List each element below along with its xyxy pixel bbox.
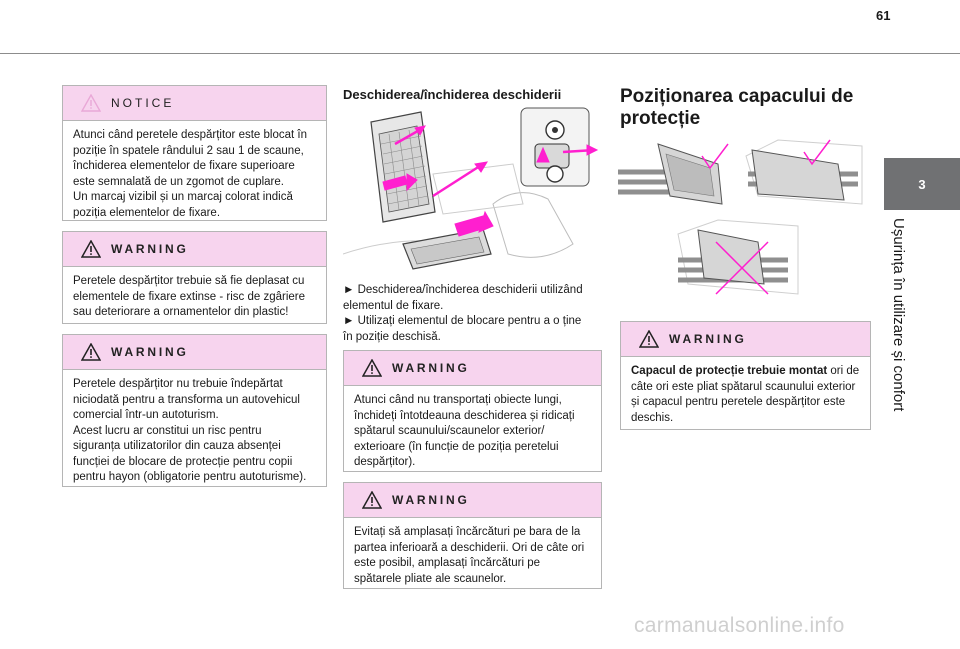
warning-title: WARNING — [111, 345, 189, 359]
warning-title: WARNING — [669, 332, 747, 346]
warning-triangle-icon — [362, 359, 382, 377]
warning-line: siguranța utilizatorilor din cauza absen… — [73, 440, 281, 452]
warning-line: funcției de blocare de protecție pentru … — [73, 455, 293, 468]
warning-triangle-icon — [81, 240, 101, 258]
warning-line: spătarele pliate ale scaunelor. — [354, 572, 507, 585]
cover-heading-line: protecție — [620, 108, 701, 129]
warning-line: exterioare (în funcție de poziția perete… — [354, 440, 559, 453]
notice-header: NOTICE — [63, 86, 326, 121]
warning-line: niciodată pentru a transforma un autoveh… — [73, 393, 300, 406]
warning-line: sau deteriorare a ornamentelor din plast… — [73, 306, 289, 318]
warning-line: Peretele despărțitor trebuie să fie depl… — [73, 275, 305, 287]
warning-line: Evitați să amplasați încărcături pe bara… — [354, 526, 581, 538]
warning-title: WARNING — [111, 242, 189, 256]
warning-line: partea inferioară a deschiderii. Ori de … — [354, 541, 585, 554]
notice-triangle-icon — [81, 94, 101, 112]
warning-box-displace: WARNING Peretele despărțitor trebuie să … — [62, 231, 327, 324]
top-rule — [0, 53, 960, 54]
warning-line: elementele de fixare extinse - risc de z… — [73, 290, 306, 303]
warning-header: WARNING — [344, 483, 601, 518]
warning-line: Acest lucru ar constitui un risc pentru — [73, 424, 262, 437]
notice-line: închiderea elementelor de fixare superio… — [73, 160, 295, 172]
page-number: 61 — [876, 8, 891, 23]
cover-correct-1 — [618, 143, 729, 205]
warning-box-long-objects: WARNING Atunci când nu transportați obie… — [343, 350, 602, 472]
opening-heading: Deschiderea/închiderea deschiderii — [343, 87, 562, 102]
hatch-cover — [402, 228, 492, 270]
warning-text: Peretele despărțitor trebuie să fie depl… — [63, 267, 326, 329]
warning-box-removal: WARNING Peretele despărțitor nu trebuie … — [62, 334, 327, 487]
notice-line: poziția elementelor de fixare. — [73, 206, 221, 219]
warning-text: Capacul de protecție trebuie montat ori … — [621, 357, 870, 434]
arrow-icon — [382, 125, 599, 237]
notice-box: NOTICE Atunci când peretele despărțitor … — [62, 85, 327, 221]
notice-title: NOTICE — [111, 96, 175, 110]
chapter-tab[interactable]: 3 — [884, 158, 960, 210]
warning-line: comercial într-un autoturism. — [73, 409, 219, 421]
warning-text: Evitați să amplasați încărcături pe bara… — [344, 518, 601, 595]
notice-line: Un marcaj vizibil și un marcaj colorat i… — [73, 191, 293, 203]
warning-emphasis: Capacul de protecție trebuie montat — [631, 365, 828, 377]
warning-line: deschis. — [631, 411, 674, 424]
warning-title: WARNING — [392, 361, 470, 375]
cover-correct-2 — [745, 139, 863, 205]
warning-line: spătarul scaunului/scaunelor exterior/ — [354, 425, 545, 437]
warning-header: WARNING — [621, 322, 870, 357]
warning-line: închideți întotdeauna deschiderea și rid… — [354, 409, 575, 422]
warning-line: Peretele despărțitor nu trebuie îndepărt… — [73, 378, 283, 390]
warning-line: câte ori este pliat spătarul scaunului e… — [631, 380, 856, 393]
warning-title: WARNING — [392, 493, 470, 507]
instruction-line: ► Deschiderea/închiderea deschiderii uti… — [343, 284, 583, 296]
warning-line: Atunci când nu transportați obiecte lung… — [354, 394, 562, 406]
warning-line: Capacul de protecție trebuie montat ori … — [631, 364, 860, 380]
cover-heading: Poziționarea capacului de protecție — [620, 86, 853, 130]
cover-heading-line: Poziționarea capacului de — [620, 86, 854, 107]
warning-triangle-icon — [362, 491, 382, 509]
warning-line: pentru hayon (obligatorie pentru autotur… — [73, 471, 307, 483]
notice-text: Atunci când peretele despărțitor este bl… — [63, 121, 326, 229]
watermark: carmanualsonline.info — [634, 614, 845, 637]
instruction-line: elementul de fixare. — [343, 299, 444, 312]
warning-header: WARNING — [63, 335, 326, 370]
cover-incorrect — [677, 219, 799, 295]
warning-line: este posibil, amplasați încărcături pe — [354, 557, 541, 569]
warning-box-cover: WARNING Capacul de protecție trebuie mon… — [620, 321, 871, 430]
warning-text: Atunci când nu transportați obiecte lung… — [344, 386, 601, 479]
opening-illustration — [343, 104, 601, 280]
warning-box-loads: WARNING Evitați să amplasați încărcături… — [343, 482, 602, 589]
notice-line: Atunci când peretele despărțitor este bl… — [73, 129, 307, 141]
cover-illustration — [618, 134, 864, 310]
opening-instructions: ► Deschiderea/închiderea deschiderii uti… — [343, 283, 601, 345]
notice-line: este semnalată de un zgomot de cuplare. — [73, 175, 284, 188]
warning-text: Peretele despărțitor nu trebuie îndepărt… — [63, 370, 326, 494]
chapter-title: Ușurința în utilizare și confort — [890, 218, 907, 412]
warning-line: despărțitor). — [354, 456, 416, 468]
instruction-line: în poziție deschisă. — [343, 330, 441, 343]
warning-line-rest: ori de — [827, 365, 860, 377]
warning-triangle-icon — [639, 330, 659, 348]
warning-header: WARNING — [344, 351, 601, 386]
warning-triangle-icon — [81, 343, 101, 361]
instruction-line: ► Utilizați elementul de blocare pentru … — [343, 315, 582, 327]
notice-line: poziție în spatele rândului 2 sau 1 de s… — [73, 144, 304, 157]
warning-header: WARNING — [63, 232, 326, 267]
latch-detail — [520, 107, 590, 187]
warning-line: și capacul pentru peretele despărțitor e… — [631, 396, 846, 408]
